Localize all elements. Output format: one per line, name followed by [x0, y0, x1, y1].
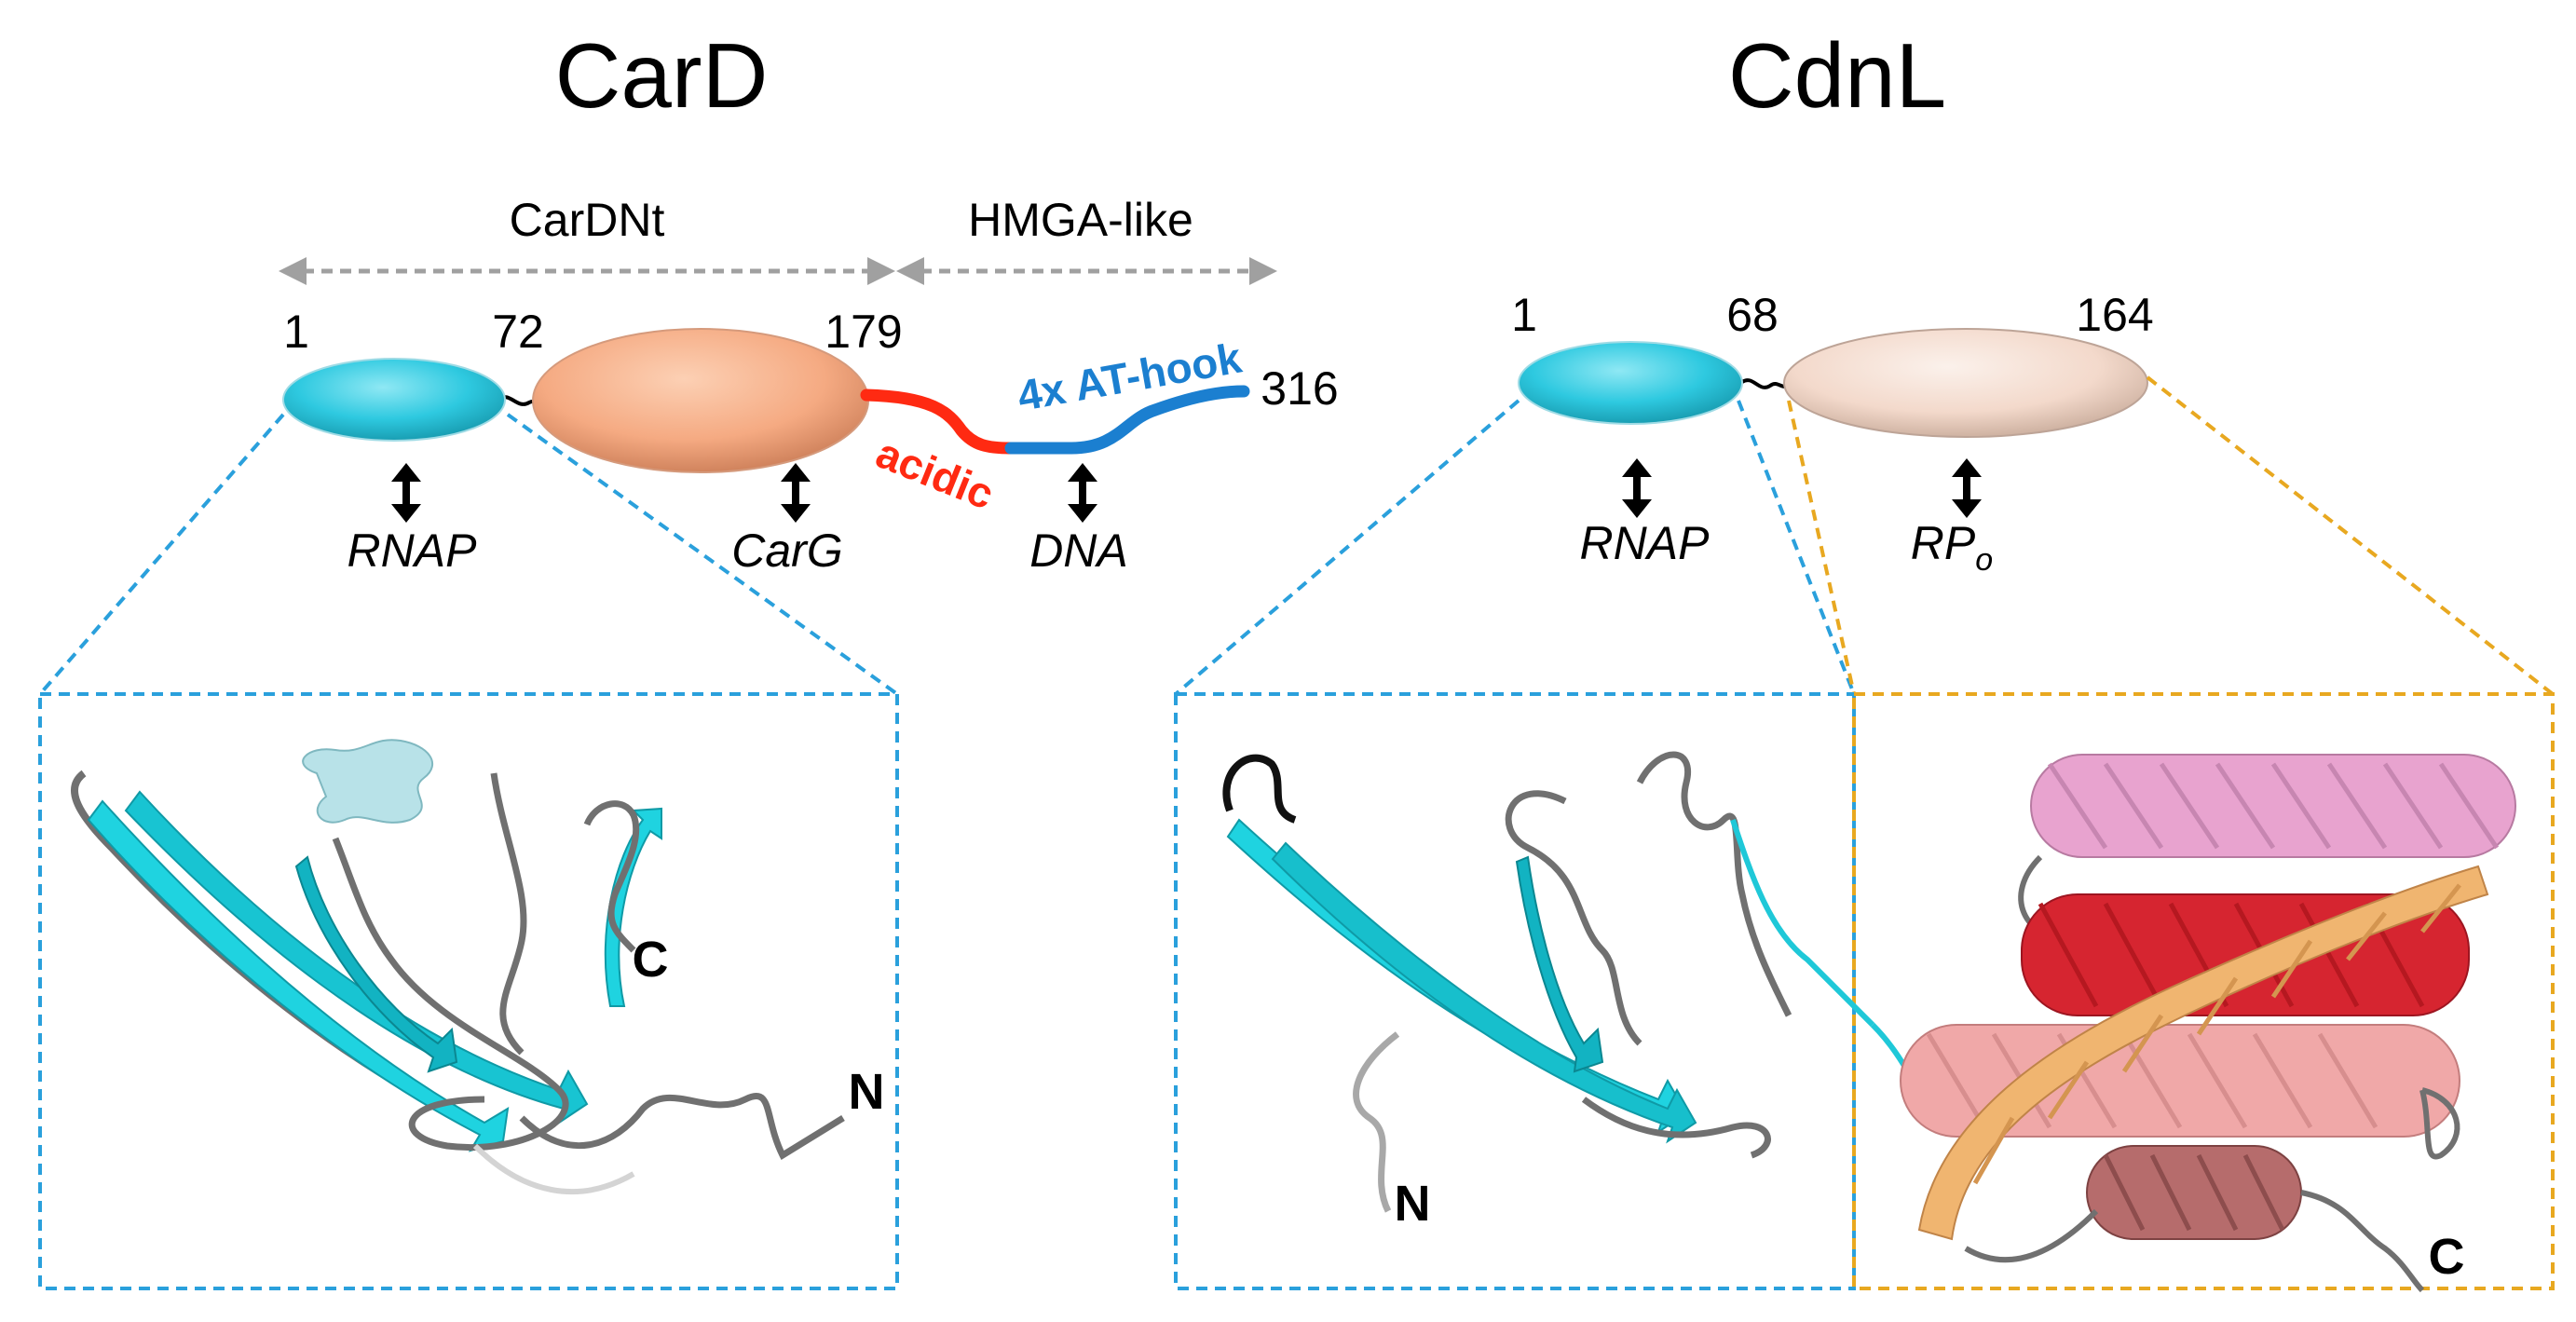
cdnl-rpo-partner: RPo [1911, 517, 1993, 578]
cdnl-title: CdnL [1728, 24, 1946, 127]
cdnl-residue-164: 164 [2076, 289, 2153, 341]
card-carg-partner: CarG [731, 525, 842, 577]
cdnl-rpo-arrow [1952, 458, 1982, 518]
card-at-hook-segment [1004, 385, 1250, 455]
cdnl-rpo-domain [1783, 328, 2148, 438]
cdnl-linker [1740, 378, 1790, 389]
card-rnap-domain [282, 358, 506, 442]
card-acidic-segment [860, 388, 1017, 455]
card-rnap-arrow [391, 463, 421, 523]
card-zoom-line-right [506, 413, 899, 696]
cdnl-residue-1: 1 [1511, 289, 1537, 341]
card-structure-ribbon [71, 739, 845, 1194]
cdnl-rpo-main: RP [1911, 517, 1976, 569]
card-residue-316: 316 [1261, 362, 1338, 415]
cdnl-nterm-structure-box [1174, 692, 1856, 1290]
cdnl-rnap-arrow [1622, 458, 1652, 518]
card-residue-72: 72 [492, 306, 544, 358]
cdnl-zoom-line-right-inner [1787, 400, 1856, 695]
cdnl-cterm-structure-box [1852, 692, 2555, 1290]
cdnl-rpo-subscript: o [1975, 542, 1993, 578]
cdnl-zoom-line-left-inner [1737, 400, 1856, 695]
cdnl-c-terminus: C [2429, 1229, 2465, 1285]
cardnt-label: CarDNt [510, 194, 665, 246]
card-title: CarD [555, 24, 769, 127]
card-at-hook-label: 4x AT-hook [1014, 333, 1246, 419]
cdnl-nterm-ribbon [1222, 751, 1875, 1213]
card-carg-arrow [781, 463, 811, 523]
card-zoom-line-left [38, 413, 285, 696]
card-c-terminus: C [633, 932, 669, 988]
cdnl-rnap-domain [1518, 341, 1743, 425]
cdnl-n-terminus: N [1395, 1176, 1431, 1232]
cdnl-zoom-line-right-outer [2146, 375, 2555, 696]
cdnl-rnap-partner: RNAP [1580, 517, 1711, 569]
cdnl-cterm-ribbon [1870, 754, 2516, 1293]
card-dna-arrow [1068, 463, 1097, 523]
card-carg-domain [532, 328, 869, 473]
cdnl-zoom-line-left-outer [1174, 399, 1520, 696]
card-rnap-partner: RNAP [348, 525, 478, 577]
cdnl-residue-68: 68 [1726, 289, 1779, 341]
card-residue-179: 179 [825, 306, 902, 358]
hmga-label: HMGA-like [968, 194, 1193, 246]
card-structure-box [38, 692, 899, 1290]
card-residue-1: 1 [283, 306, 309, 358]
card-dna-partner: DNA [1029, 525, 1128, 577]
card-n-terminus: N [849, 1064, 885, 1120]
